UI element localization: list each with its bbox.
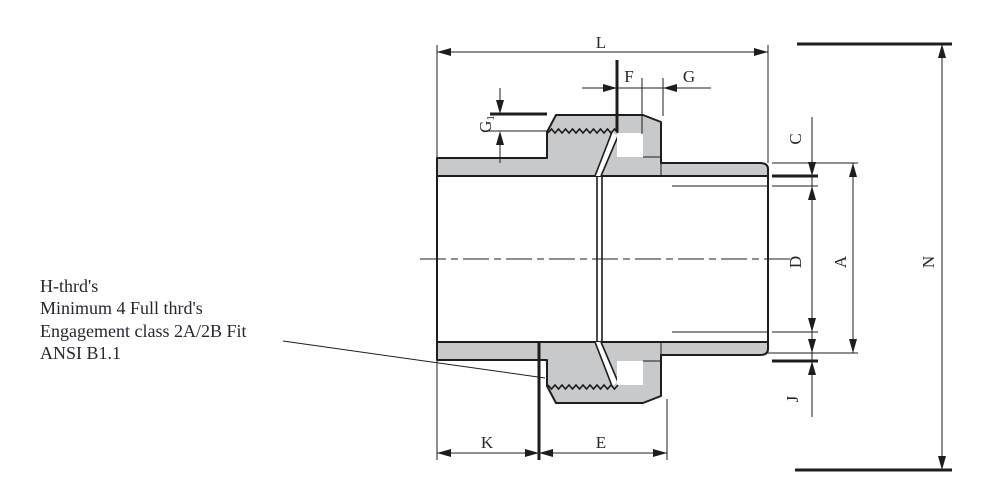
label-G1: G1 [476,115,497,133]
thread-note: H-thrd's Minimum 4 Full thrd's Engagemen… [40,276,546,379]
dimension-C-D-J: C D J [765,117,858,417]
label-L: L [596,33,606,52]
label-E: E [596,433,606,452]
threads-top [547,127,619,135]
nut-shoulder-notch-top [617,133,643,157]
label-D: D [786,256,805,268]
label-G: G [683,67,695,86]
dimension-G1: G1 [476,88,548,163]
joint-gap-bottom [595,342,618,386]
nut-shoulder-notch-bottom [617,361,643,385]
note-line-3: Engagement class 2A/2B Fit [40,321,246,341]
note-line-4: ANSI B1.1 [40,343,121,363]
note-line-2: Minimum 4 Full thrd's [40,298,203,318]
dimension-A: A [772,162,858,353]
dimension-L: L [436,33,769,163]
label-J: J [783,395,802,402]
threads-bottom [547,383,619,391]
union-body-top-half [436,114,769,177]
label-N: N [919,256,938,268]
dimension-N: N [795,42,952,472]
label-K: K [481,433,494,452]
union-body-bottom-half [436,341,769,404]
leader-line [282,340,546,379]
joint-gap-top [595,132,618,176]
label-C: C [786,133,805,144]
label-F: F [624,67,633,86]
label-A: A [831,255,850,268]
dimension-K-E: K E [436,343,668,460]
dimension-F-G: F G [582,60,711,134]
note-line-1: H-thrd's [40,276,98,296]
